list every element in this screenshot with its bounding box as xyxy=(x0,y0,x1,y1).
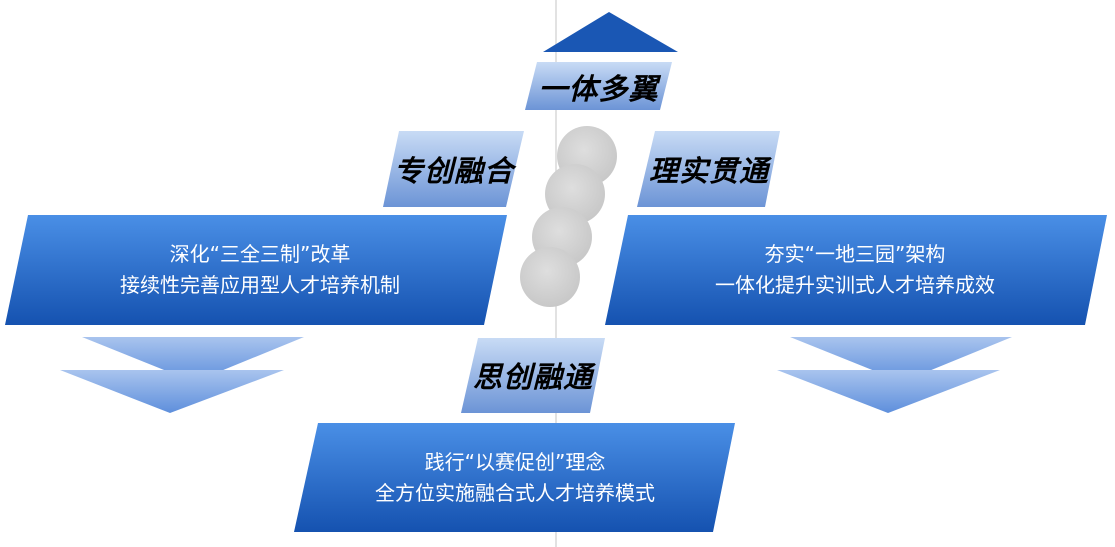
left-chevron-lower xyxy=(60,370,284,413)
top-label-plate xyxy=(525,62,672,110)
left-label-plate xyxy=(383,131,524,207)
left-box-line2: 接续性完善应用型人才培养机制 xyxy=(120,273,400,297)
left-box-line1: 深化“三全三制”改革 xyxy=(169,242,351,266)
left-label: 专创融合 xyxy=(393,154,514,188)
right-label: 理实贯通 xyxy=(648,154,769,188)
right-box-text: 夯实“一地三园”架构 一体化提升实训式人才培养成效 xyxy=(625,225,1085,315)
right-box-line2: 一体化提升实训式人才培养成效 xyxy=(715,273,995,297)
right-box-line1: 夯实“一地三园”架构 xyxy=(764,242,946,266)
top-arrow xyxy=(543,12,678,52)
bottom-label-plate xyxy=(461,338,605,413)
bottom-box xyxy=(294,423,735,532)
right-chevron-lower xyxy=(777,370,1000,413)
left-box-text: 深化“三全三制”改革 接续性完善应用型人才培养机制 xyxy=(40,225,480,315)
right-label-plate xyxy=(637,131,780,207)
bottom-box-line1: 践行“以赛促创”理念 xyxy=(424,450,606,474)
left-chevron-upper xyxy=(82,337,304,382)
bottom-box-text: 践行“以赛促创”理念 全方位实施融合式人才培养模式 xyxy=(310,433,720,523)
right-box xyxy=(605,215,1107,325)
circle-4 xyxy=(520,247,580,307)
left-box xyxy=(5,215,507,325)
right-chevron-upper xyxy=(790,337,1012,382)
bottom-box-line2: 全方位实施融合式人才培养模式 xyxy=(375,481,655,505)
bottom-label: 思创融通 xyxy=(472,360,593,394)
top-label: 一体多翼 xyxy=(538,72,659,106)
